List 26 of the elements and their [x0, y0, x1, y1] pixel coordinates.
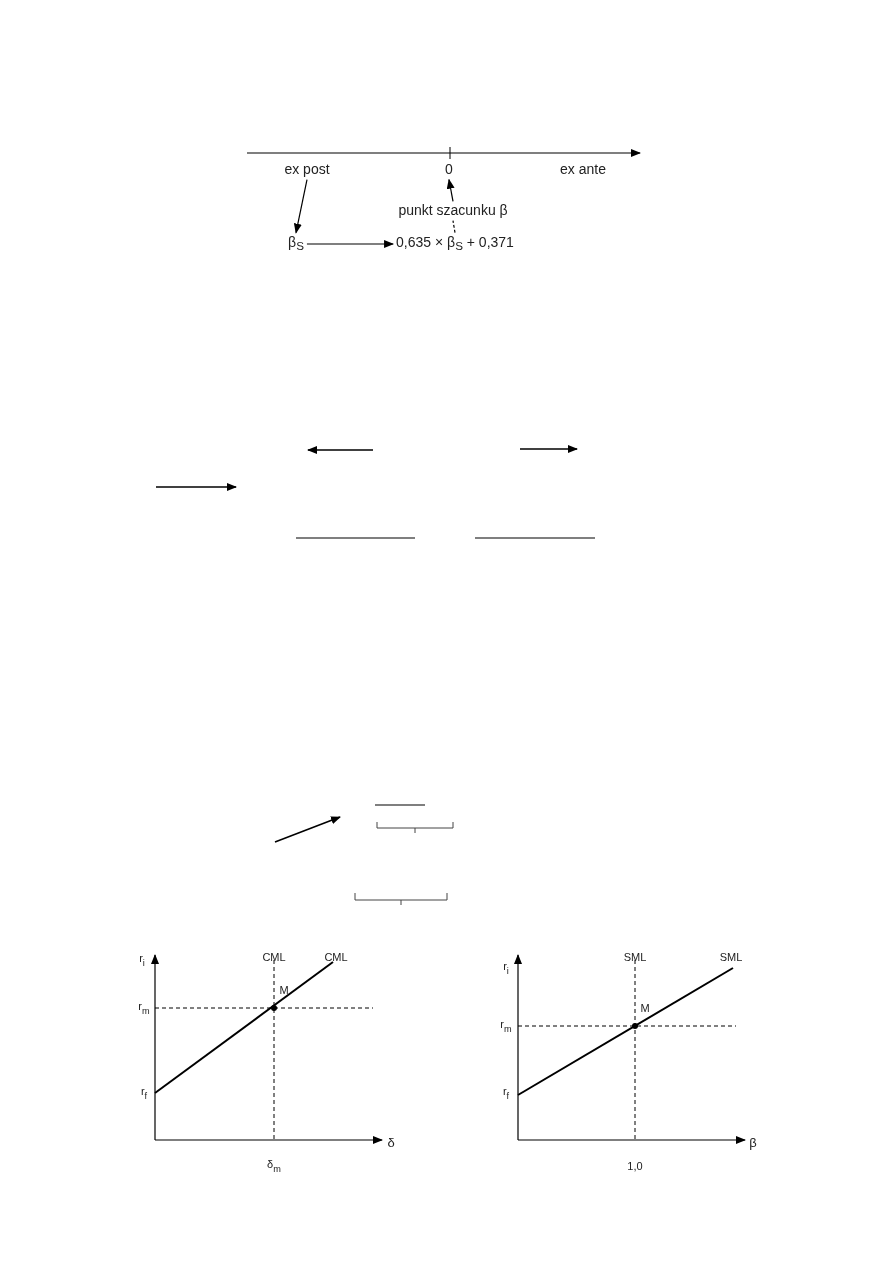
axis-label: r$_{i}$ — [139, 952, 145, 968]
line-label: SML — [719, 950, 743, 964]
axis-tick-label: r$_{f}$ — [140, 1085, 148, 1101]
formula-text: 0,635 × β$_{S}$ + 0,371 — [396, 234, 514, 254]
line-label: CML — [324, 950, 348, 964]
axis-tick-label: δ$_{m}$ — [267, 1158, 281, 1174]
point-label: M — [640, 1001, 650, 1015]
time-label: ex ante — [560, 162, 606, 178]
point-label: M — [279, 983, 289, 997]
axis-tick-label: r$_{f}$ — [502, 1085, 510, 1101]
axis-label: β — [749, 1135, 757, 1151]
dashed-line — [452, 220, 456, 234]
axis-label: δ — [387, 1135, 395, 1151]
text-label: punkt szacunku β — [398, 203, 508, 219]
line-label: SML — [623, 950, 647, 964]
symbol-label: β$_{S}$ — [288, 234, 304, 254]
axis-tick-label: r$_{m}$ — [500, 1018, 512, 1034]
arrow — [306, 240, 395, 248]
arrow — [293, 179, 308, 234]
arrow — [446, 178, 455, 202]
line-label: CML — [262, 950, 286, 964]
time-label: ex post — [284, 162, 330, 178]
axis-tick-label: 1,0 — [627, 1159, 643, 1173]
axis-tick-label: r$_{m}$ — [138, 1000, 150, 1016]
axis-tick-label: 0 — [445, 162, 453, 178]
axis-label: r$_{i}$ — [503, 960, 509, 976]
